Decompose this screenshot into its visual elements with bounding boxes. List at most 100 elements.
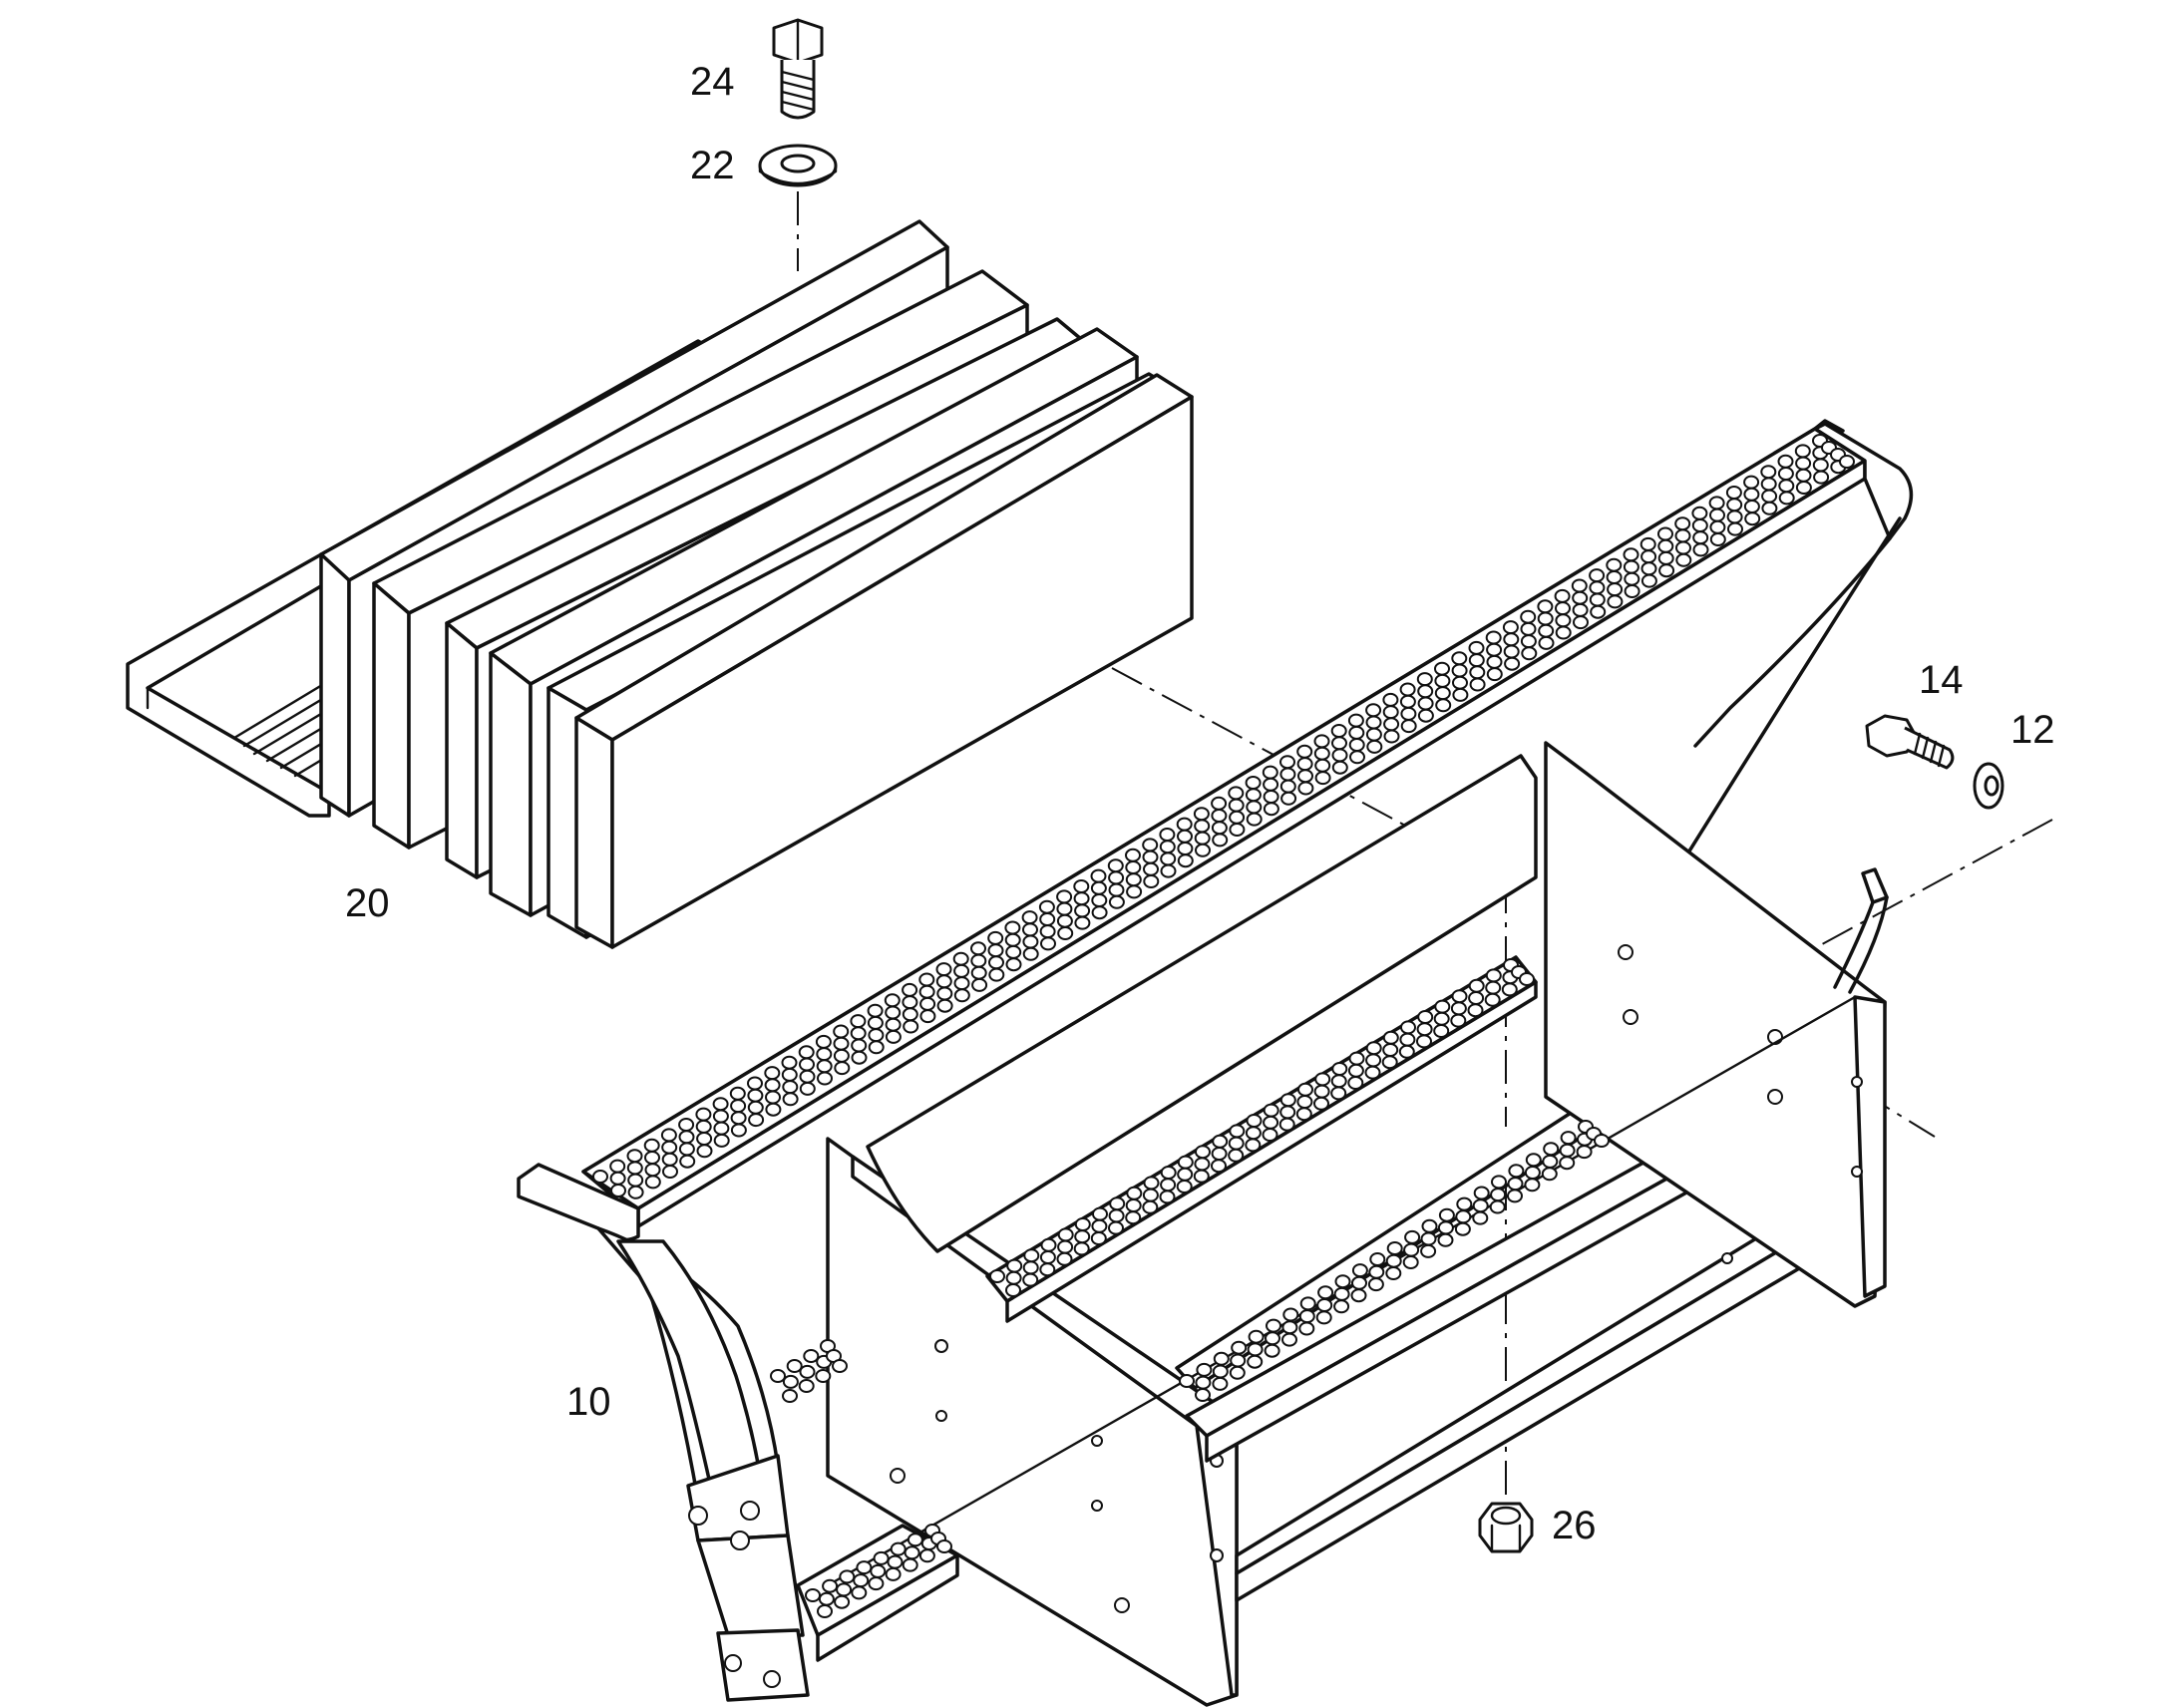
perforation-hole (1538, 623, 1555, 638)
perforation-hole (885, 1566, 902, 1581)
perforation-hole (1279, 755, 1295, 770)
nut-26-icon (1478, 1502, 1534, 1553)
perforation-hole (1450, 1013, 1467, 1028)
washer-12-icon (1973, 762, 2004, 810)
perforation-hole (1555, 613, 1572, 628)
perforation-hole (1404, 1229, 1421, 1244)
perforation-hole (902, 1557, 918, 1572)
perforation-hole (1091, 1218, 1108, 1233)
perforation-hole (747, 1100, 764, 1115)
perforation-hole (1073, 1241, 1090, 1256)
perforation-hole (1228, 1148, 1245, 1163)
perforation-hole (1623, 547, 1639, 562)
perforation-hole (1248, 1329, 1265, 1344)
battery-pack-20 (126, 219, 1194, 949)
perforation-hole (1314, 758, 1331, 773)
perforation-hole (1383, 729, 1400, 744)
perforation-hole (1468, 978, 1485, 993)
callout-14: 14 (1919, 658, 1964, 702)
perforation-hole (798, 1379, 815, 1393)
perforation-hole (1211, 809, 1228, 823)
perforation-hole (1331, 748, 1348, 763)
perforation-hole (1159, 828, 1176, 842)
perforation-hole (887, 1554, 904, 1569)
perforation-hole (971, 977, 988, 992)
perforation-hole (1452, 675, 1468, 690)
perforation-hole (833, 1048, 850, 1063)
perforation-hole (1555, 625, 1572, 640)
perforation-hole (1074, 1217, 1091, 1231)
perforation-hole (1691, 506, 1708, 520)
perforation-hole (1795, 456, 1812, 471)
perforation-hole (970, 965, 987, 980)
perforation-hole (1073, 879, 1090, 893)
perforation-hole (1040, 1237, 1057, 1252)
perforation-hole (1708, 496, 1725, 511)
perforation-hole (904, 1545, 920, 1560)
perforation-hole (1777, 467, 1794, 481)
perforation-hole (918, 1548, 935, 1563)
perforation-hole (851, 1038, 868, 1053)
perforation-hole (1365, 1041, 1382, 1056)
perforation-hole (1056, 913, 1073, 928)
perforation-hole (1350, 1288, 1367, 1303)
perforation-hole (678, 1130, 695, 1145)
perforation-hole (1364, 1065, 1381, 1080)
perforation-hole (1264, 1343, 1280, 1358)
perforation-hole (1368, 1264, 1385, 1279)
perforation-hole (1314, 771, 1331, 786)
perforation-hole (1402, 1255, 1419, 1269)
perforation-hole (1331, 760, 1348, 775)
perforation-hole (919, 996, 936, 1011)
perforation-hole (1212, 1376, 1229, 1391)
perforation-hole (1607, 582, 1624, 597)
perforation-hole (1538, 635, 1555, 650)
perforation-hole (1572, 602, 1589, 617)
perforation-hole (1675, 540, 1691, 555)
perforation-hole (1347, 1063, 1364, 1078)
perforation-hole (1211, 1159, 1227, 1174)
perforation-hole (781, 1067, 798, 1082)
perforation-hole (1502, 620, 1519, 635)
perforation-hole (1400, 719, 1417, 734)
perforation-hole (1589, 592, 1606, 607)
perforation-hole (1022, 1260, 1039, 1275)
perforation-hole (644, 1163, 661, 1178)
perforation-hole (1507, 1177, 1524, 1192)
perforation-hole (1263, 790, 1279, 804)
perforation-hole (1416, 1034, 1432, 1049)
perforation-hole (1709, 508, 1725, 522)
perforation-hole (1607, 594, 1624, 609)
perforation-hole (918, 984, 935, 999)
perforation-hole (1777, 454, 1794, 469)
perforation-hole (1266, 1318, 1281, 1333)
perforation-hole (1245, 788, 1262, 803)
perforation-hole (1560, 1131, 1577, 1146)
perforation-hole (1469, 677, 1486, 692)
perforation-hole (1159, 840, 1176, 854)
perforation-hole (1159, 1190, 1176, 1204)
perforation-hole (885, 1029, 902, 1044)
perforation-hole (1262, 765, 1278, 780)
perforation-hole (836, 1582, 853, 1597)
perforation-hole (1316, 1298, 1333, 1312)
perforation-hole (868, 1040, 885, 1055)
perforation-hole (1451, 651, 1468, 666)
perforation-hole (1473, 1186, 1490, 1200)
perforation-hole (1073, 891, 1090, 906)
perforation-hole (1263, 1115, 1279, 1130)
perforation-hole (712, 1097, 729, 1112)
perforation-hole (1657, 526, 1673, 541)
perforation-hole (799, 1364, 816, 1379)
perforation-hole (1246, 800, 1263, 815)
perforation-hole (1177, 842, 1194, 855)
perforation-hole (1555, 601, 1571, 616)
perforation-hole (870, 1563, 887, 1578)
perforation-hole (1348, 738, 1365, 752)
perforation-hole (1211, 821, 1228, 836)
perforation-hole (609, 1171, 626, 1186)
perforation-hole (918, 972, 935, 987)
perforation-hole (1433, 1011, 1450, 1026)
perforation-hole (1334, 1274, 1351, 1289)
